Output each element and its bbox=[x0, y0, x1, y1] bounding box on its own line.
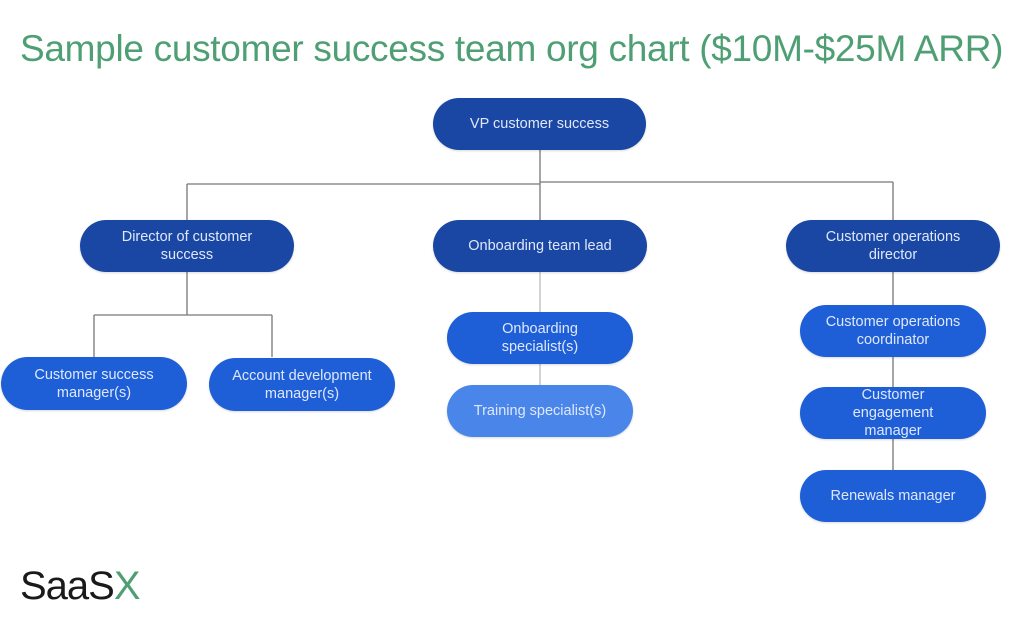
node-label: Customer operations director bbox=[825, 229, 961, 263]
node-customer-operations-director: Customer operations director bbox=[786, 220, 1000, 272]
node-label: Customer engagement manager bbox=[852, 387, 934, 439]
node-renewals-manager: Renewals manager bbox=[800, 470, 986, 522]
node-customer-success-manager: Customer success manager(s) bbox=[1, 357, 187, 410]
node-label: Renewals manager bbox=[830, 488, 956, 504]
node-label: Customer success manager(s) bbox=[34, 366, 154, 401]
node-vp-customer-success: VP customer success bbox=[433, 98, 646, 150]
node-label: Customer operations coordinator bbox=[825, 314, 961, 348]
logo-text: SaaS bbox=[20, 564, 115, 608]
node-director-customer-success: Director of customer success bbox=[80, 220, 294, 272]
node-label: Onboarding team lead bbox=[468, 238, 612, 254]
node-customer-operations-coordinator: Customer operations coordinator bbox=[800, 305, 986, 357]
node-label: Account development manager(s) bbox=[232, 367, 372, 402]
node-account-development-manager: Account development manager(s) bbox=[209, 358, 395, 411]
saasx-logo: SaaSX bbox=[20, 564, 141, 609]
node-label: Director of customer success bbox=[121, 229, 253, 263]
node-label: Training specialist(s) bbox=[473, 403, 607, 419]
page-title: Sample customer success team org chart (… bbox=[20, 28, 1004, 69]
node-customer-engagement-manager: Customer engagement manager bbox=[800, 387, 986, 439]
node-label: VP customer success bbox=[469, 116, 610, 132]
node-label: Onboarding specialist(s) bbox=[501, 321, 579, 355]
node-onboarding-specialist: Onboarding specialist(s) bbox=[447, 312, 633, 364]
node-training-specialist: Training specialist(s) bbox=[447, 385, 633, 437]
node-onboarding-team-lead: Onboarding team lead bbox=[433, 220, 647, 272]
logo-accent: X bbox=[113, 564, 141, 608]
